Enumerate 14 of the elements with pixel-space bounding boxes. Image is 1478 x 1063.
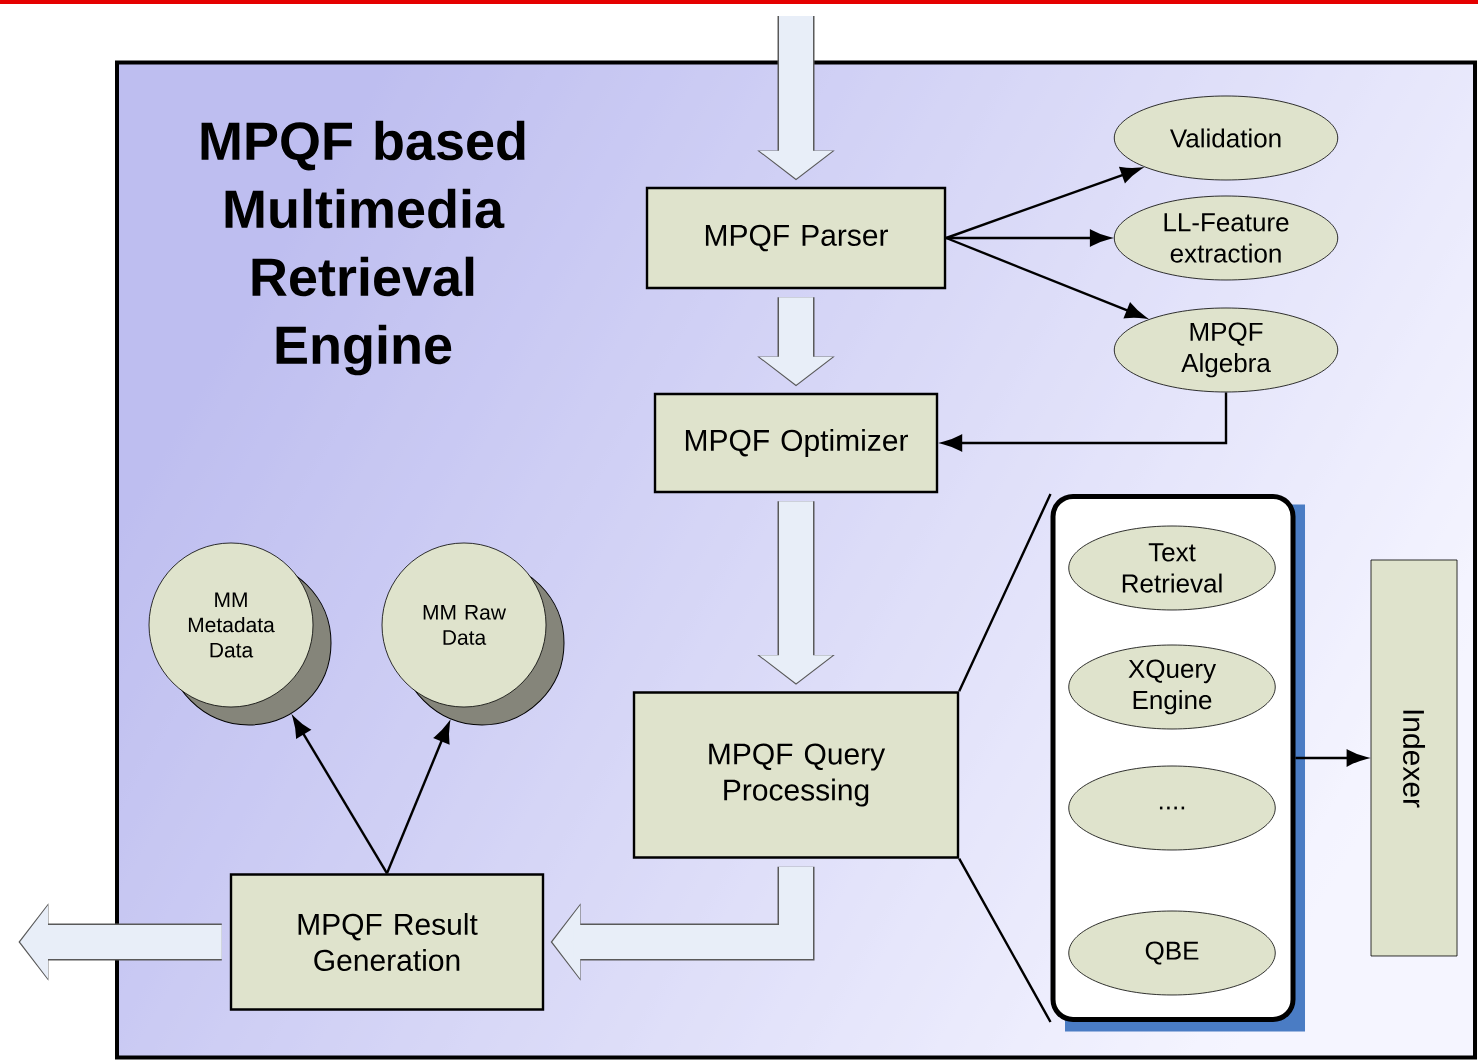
arrow	[941, 392, 1228, 452]
database-disk: MM Raw Data	[381, 542, 565, 726]
arrow	[945, 236, 1146, 319]
arrow	[946, 229, 1111, 247]
indexer-box: Indexer	[1370, 559, 1458, 957]
arrow	[945, 167, 1142, 240]
process-box: MPQF Optimizer	[653, 392, 939, 494]
database-disk: MM Metadata Data	[148, 542, 332, 726]
heading: MPQF based Multimedia Retrieval Engine	[201, 120, 525, 376]
process-box: MPQF Parser	[645, 186, 947, 290]
connector-line	[958, 492, 1052, 1024]
process-box: MPQF Result Generation	[229, 873, 545, 1011]
process-box: MPQF Query Processing	[632, 691, 960, 859]
arrow	[292, 716, 389, 874]
